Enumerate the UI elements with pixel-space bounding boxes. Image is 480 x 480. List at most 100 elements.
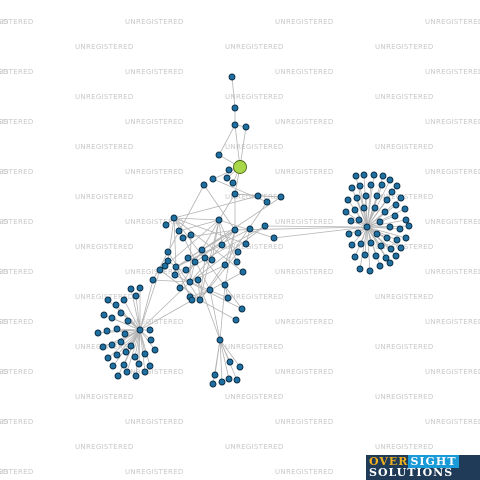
network-node[interactable]	[184, 254, 192, 262]
network-node[interactable]	[348, 241, 356, 249]
network-node[interactable]	[132, 372, 140, 380]
network-node[interactable]	[179, 234, 187, 242]
network-node[interactable]	[392, 201, 400, 209]
network-node[interactable]	[351, 253, 359, 261]
network-node[interactable]	[377, 242, 385, 250]
network-node[interactable]	[112, 301, 120, 309]
network-node[interactable]	[372, 252, 380, 260]
network-node[interactable]	[136, 284, 144, 292]
network-node[interactable]	[117, 309, 125, 317]
network-node[interactable]	[196, 296, 204, 304]
network-node[interactable]	[162, 221, 170, 229]
network-node[interactable]	[360, 204, 368, 212]
network-node[interactable]	[225, 375, 233, 383]
network-node[interactable]	[225, 166, 233, 174]
network-node[interactable]	[147, 336, 155, 344]
network-node[interactable]	[164, 257, 172, 265]
network-node[interactable]	[393, 236, 401, 244]
network-node[interactable]	[120, 296, 128, 304]
network-node[interactable]	[124, 317, 132, 325]
network-node[interactable]	[136, 326, 144, 334]
network-node[interactable]	[402, 234, 410, 242]
network-node[interactable]	[353, 194, 361, 202]
network-node[interactable]	[103, 327, 111, 335]
network-node[interactable]	[261, 222, 269, 230]
network-node[interactable]	[382, 254, 390, 262]
network-node[interactable]	[386, 259, 394, 267]
network-node[interactable]	[277, 193, 285, 201]
network-node[interactable]	[371, 204, 379, 212]
network-node[interactable]	[141, 350, 149, 358]
network-node[interactable]	[344, 196, 352, 204]
network-node[interactable]	[360, 171, 368, 179]
network-node[interactable]	[388, 188, 396, 196]
network-node[interactable]	[396, 225, 404, 233]
network-node[interactable]	[132, 292, 140, 300]
network-node[interactable]	[104, 354, 112, 362]
network-node[interactable]	[194, 276, 202, 284]
network-node[interactable]	[356, 265, 364, 273]
network-node[interactable]	[215, 216, 223, 224]
network-node[interactable]	[367, 181, 375, 189]
network-node[interactable]	[254, 192, 262, 200]
network-node[interactable]	[123, 368, 131, 376]
network-node[interactable]	[104, 296, 112, 304]
network-node[interactable]	[383, 196, 391, 204]
network-node[interactable]	[352, 172, 360, 180]
network-node[interactable]	[108, 314, 116, 322]
network-node[interactable]	[378, 181, 386, 189]
network-node[interactable]	[218, 241, 226, 249]
network-node[interactable]	[379, 172, 387, 180]
network-node[interactable]	[141, 368, 149, 376]
network-node[interactable]	[239, 268, 247, 276]
network-node[interactable]	[218, 378, 226, 386]
network-node[interactable]	[246, 225, 254, 233]
network-node[interactable]	[373, 192, 381, 200]
network-node[interactable]	[347, 217, 355, 225]
network-node[interactable]	[391, 212, 399, 220]
network-node[interactable]	[231, 190, 239, 198]
network-node[interactable]	[131, 353, 139, 361]
network-node[interactable]	[231, 121, 239, 129]
network-node[interactable]	[226, 358, 234, 366]
network-node[interactable]	[270, 234, 278, 242]
network-node[interactable]	[242, 240, 250, 248]
network-node[interactable]	[135, 360, 143, 368]
network-node[interactable]	[151, 346, 159, 354]
network-node[interactable]	[370, 171, 378, 179]
network-node[interactable]	[233, 376, 241, 384]
network-node[interactable]	[405, 222, 413, 230]
network-node[interactable]	[122, 348, 130, 356]
network-node[interactable]	[172, 263, 180, 271]
network-node[interactable]	[201, 254, 209, 262]
network-node[interactable]	[386, 176, 394, 184]
focus-node[interactable]	[233, 160, 247, 174]
network-node[interactable]	[211, 371, 219, 379]
network-node[interactable]	[191, 258, 199, 266]
network-node[interactable]	[208, 256, 216, 264]
network-node[interactable]	[393, 182, 401, 190]
network-node[interactable]	[357, 240, 365, 248]
network-node[interactable]	[236, 363, 244, 371]
network-node[interactable]	[376, 218, 384, 226]
network-node[interactable]	[381, 208, 389, 216]
network-node[interactable]	[392, 252, 400, 260]
network-node[interactable]	[209, 175, 217, 183]
network-node[interactable]	[397, 244, 405, 252]
network-node[interactable]	[206, 286, 214, 294]
network-node[interactable]	[376, 262, 384, 270]
network-node[interactable]	[156, 266, 164, 274]
network-node[interactable]	[367, 239, 375, 247]
network-node[interactable]	[100, 311, 108, 319]
network-node[interactable]	[121, 330, 129, 338]
network-node[interactable]	[198, 246, 206, 254]
network-node[interactable]	[127, 342, 135, 350]
network-node[interactable]	[170, 214, 178, 222]
network-node[interactable]	[229, 179, 237, 187]
network-node[interactable]	[242, 123, 250, 131]
network-node[interactable]	[351, 206, 359, 214]
network-node[interactable]	[355, 216, 363, 224]
network-node[interactable]	[223, 174, 231, 182]
network-node[interactable]	[386, 223, 394, 231]
network-node[interactable]	[113, 325, 121, 333]
